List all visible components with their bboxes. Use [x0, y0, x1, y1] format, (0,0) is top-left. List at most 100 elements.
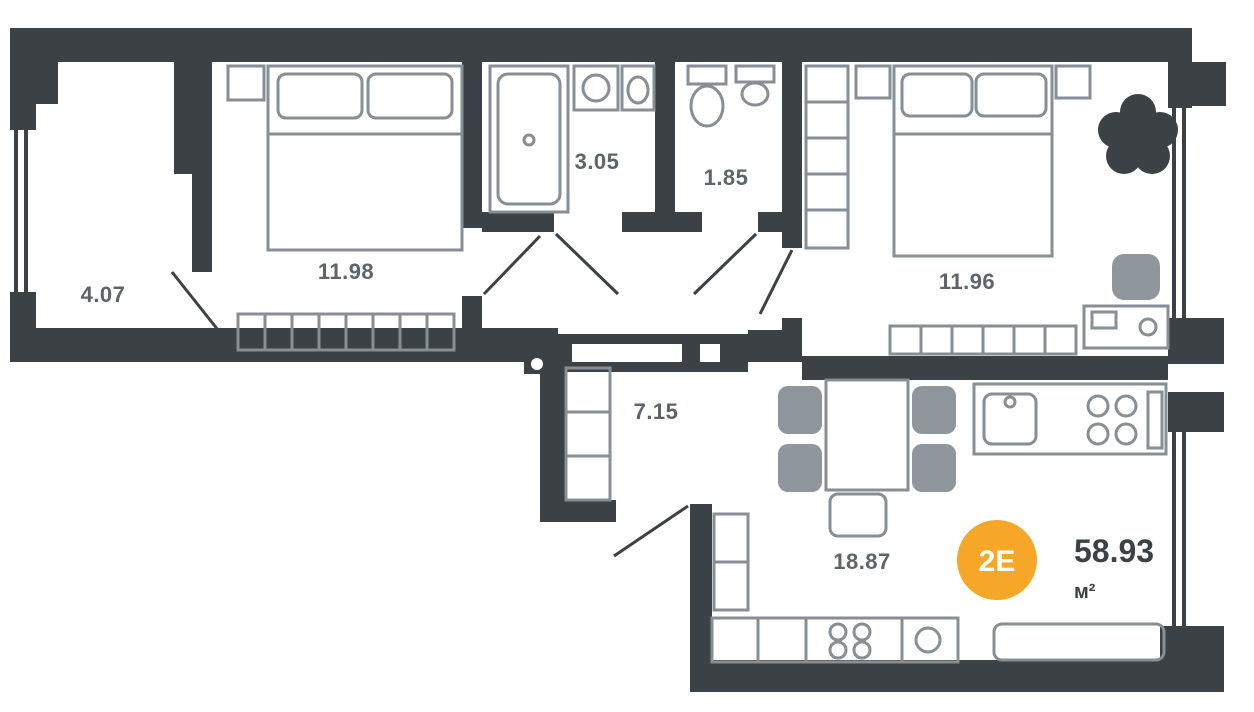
wall-corridor-top-c	[758, 212, 782, 232]
bedroom2-furniture	[854, 64, 1178, 356]
door-bedroom1	[482, 234, 542, 296]
pillow-icon	[974, 72, 1048, 118]
doorbell-button-icon	[531, 358, 543, 370]
desk-lamp	[1138, 317, 1158, 337]
sink-icon	[620, 64, 656, 112]
wall-right-pier-3	[1168, 392, 1224, 432]
door-garderob	[170, 271, 220, 331]
entrance-door	[524, 334, 748, 374]
wall-right-pier-2	[1168, 318, 1224, 364]
shower-tray	[496, 72, 562, 206]
hob2-icon	[828, 622, 872, 660]
room-label-bedroom-1: 11.98	[318, 259, 374, 284]
toilet-icon	[689, 84, 725, 128]
wardrobe-icon	[236, 312, 456, 352]
pillow-icon	[366, 72, 454, 120]
kitchen-furniture	[710, 378, 1168, 664]
shower-icon	[488, 64, 570, 214]
shower-drain	[522, 133, 536, 147]
kitchen-counter-top-icon	[972, 382, 1168, 456]
wall-hall-bottom	[540, 500, 616, 522]
type-badge	[957, 520, 1037, 600]
apartment-summary: 2Е 58.93 м²	[957, 520, 1154, 603]
washing-machine-drum	[581, 73, 611, 103]
plant-icon	[1098, 94, 1178, 174]
nightstand-icon	[226, 64, 266, 102]
room-label-kitchen-living: 18.87	[833, 549, 891, 574]
kitchen-sink-icon	[982, 392, 1038, 446]
toilet-tank	[686, 64, 728, 86]
nightstand-icon	[854, 64, 892, 100]
closet-column-icon	[804, 64, 850, 250]
room-label-garderob: 4.07	[81, 282, 126, 307]
furniture	[226, 64, 1178, 664]
wall-bedroom1-right-upper	[462, 62, 482, 228]
wall-corridor-top-a	[482, 212, 554, 232]
window-bedroom2	[1172, 108, 1186, 318]
wall-bottom	[690, 660, 1192, 692]
hall-wardrobe-icon	[564, 366, 612, 502]
wall-bedroom2-bottom	[802, 356, 1168, 380]
room-labels: 4.07 11.98 3.05 1.85 11.96 7.15 18.87	[81, 149, 995, 574]
wall-left-pier-top	[10, 96, 36, 130]
type-badge-label: 2Е	[979, 545, 1016, 578]
wc-furniture	[686, 64, 776, 128]
bed-icon	[892, 64, 1054, 258]
wall-entrance-right	[748, 330, 802, 362]
room-label-hallway: 7.15	[634, 399, 679, 424]
wall-wc-bedroom2-upper	[782, 62, 802, 248]
counter-end	[1146, 390, 1164, 450]
pillow-icon	[276, 72, 364, 120]
chair-icon	[912, 444, 956, 492]
entrance-door-slot	[572, 344, 682, 362]
wall-right-pier-1	[1168, 62, 1192, 108]
walls	[10, 28, 1226, 692]
window-left	[14, 128, 28, 294]
desk-icon	[1082, 304, 1170, 350]
kitchen-counter-bottom-icon	[710, 616, 960, 664]
wall-top	[10, 28, 1192, 62]
wall-kitchen-left	[690, 504, 712, 692]
bedroom1-furniture	[226, 64, 464, 352]
doors	[170, 232, 794, 558]
nightstand-icon	[1054, 64, 1092, 100]
chair-icon	[778, 386, 822, 434]
room-label-wc: 1.85	[704, 165, 749, 190]
wc-sink-bowl	[740, 81, 770, 107]
entrance-door-handle	[700, 344, 720, 362]
sink-bowl	[626, 75, 650, 105]
wall-bathroom-wc	[655, 62, 675, 232]
door-wc	[692, 232, 758, 296]
door-bathroom	[554, 232, 620, 296]
bathroom-furniture	[488, 64, 656, 214]
desk-monitor	[1090, 310, 1118, 330]
wall-right-pier-1b	[1192, 62, 1226, 106]
wall-hall-left	[540, 362, 566, 522]
desk-chair-icon	[1112, 254, 1160, 300]
dresser-icon	[888, 324, 1078, 356]
faucet-icon	[1003, 395, 1017, 409]
total-area-value: 58.93	[1074, 533, 1154, 569]
sofa-icon	[992, 622, 1166, 662]
bed-icon	[266, 64, 464, 252]
wall-top-left-corner	[10, 28, 58, 104]
wall-garderob-bedroom1	[192, 62, 212, 272]
sink2-icon	[914, 626, 942, 654]
room-label-bathroom: 3.05	[575, 149, 620, 174]
door-bedroom2	[758, 249, 794, 315]
wc-sink-icon	[734, 64, 776, 84]
chair-icon	[828, 492, 888, 538]
wall-bedroom1-right-lower	[462, 296, 482, 362]
windows	[14, 108, 1186, 626]
chair-icon	[778, 444, 822, 492]
total-area-unit: м²	[1074, 581, 1096, 603]
hob-icon	[1086, 394, 1138, 446]
door-kitchen	[613, 504, 689, 558]
chair-icon	[912, 386, 956, 434]
room-label-bedroom-2: 11.96	[939, 269, 995, 294]
window-kitchen	[1172, 432, 1186, 626]
wall-bottom-right-corner	[1160, 626, 1224, 692]
dining-table-icon	[824, 378, 910, 492]
